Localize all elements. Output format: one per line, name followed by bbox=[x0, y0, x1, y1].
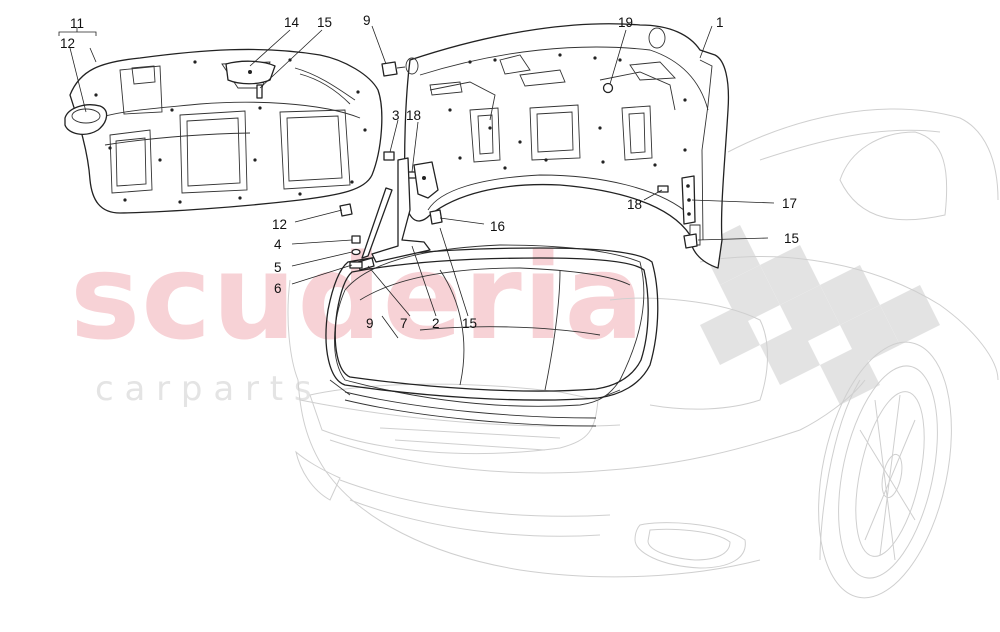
callout-2: 2 bbox=[432, 316, 440, 331]
callout-16: 16 bbox=[490, 219, 505, 234]
callout-19: 19 bbox=[618, 15, 633, 30]
callout-10: 11 bbox=[70, 16, 84, 31]
car-body-outline bbox=[287, 108, 999, 599]
bracket-13 bbox=[225, 60, 276, 85]
lid-inner-panel-10 bbox=[69, 48, 383, 214]
leader-lines bbox=[58, 25, 775, 339]
callout-17: 17 bbox=[782, 196, 797, 211]
callout-7: 7 bbox=[400, 316, 408, 331]
hinge-arm-2 bbox=[371, 157, 439, 263]
callout-18-right: 18 bbox=[627, 197, 642, 212]
callout-4: 4 bbox=[274, 237, 282, 252]
fastener-19 bbox=[602, 82, 614, 94]
bump-stop-11 bbox=[64, 104, 108, 135]
callout-5: 5 bbox=[274, 260, 282, 275]
bolt-4 bbox=[351, 235, 361, 244]
callout-15-right: 15 bbox=[784, 231, 799, 246]
callout-15-left: 15 bbox=[462, 316, 477, 331]
callout-14: 15 bbox=[317, 15, 332, 30]
bump-stop-8 bbox=[381, 61, 406, 77]
callout-13: 14 bbox=[284, 15, 300, 30]
trunk-lid-1 bbox=[404, 23, 730, 269]
pad-16 bbox=[429, 209, 443, 225]
pin-14 bbox=[256, 84, 263, 99]
callout-9: 9 bbox=[366, 316, 374, 331]
callout-12: 12 bbox=[272, 217, 287, 232]
callout-1: 1 bbox=[716, 15, 724, 30]
watermark-checkerboard bbox=[700, 225, 940, 405]
callout-8: 9 bbox=[363, 13, 371, 28]
callout-6: 6 bbox=[274, 281, 282, 296]
callout-labels: 11 12 14 15 9 19 1 3 18 12 4 5 6 9 7 2 1… bbox=[60, 13, 799, 331]
screw-3 bbox=[383, 151, 395, 161]
callout-11: 12 bbox=[60, 36, 75, 51]
watermark-subline: c a r p a r t s bbox=[95, 369, 312, 409]
trunk-seal-9 bbox=[325, 247, 659, 401]
gas-strut-7 bbox=[357, 187, 393, 271]
clip-12 bbox=[339, 203, 353, 217]
hinge-17 bbox=[681, 175, 696, 225]
callout-18-left: 18 bbox=[406, 108, 421, 123]
pad-15 bbox=[683, 233, 698, 249]
callout-3: 3 bbox=[392, 108, 400, 123]
washer-5 bbox=[351, 248, 361, 256]
